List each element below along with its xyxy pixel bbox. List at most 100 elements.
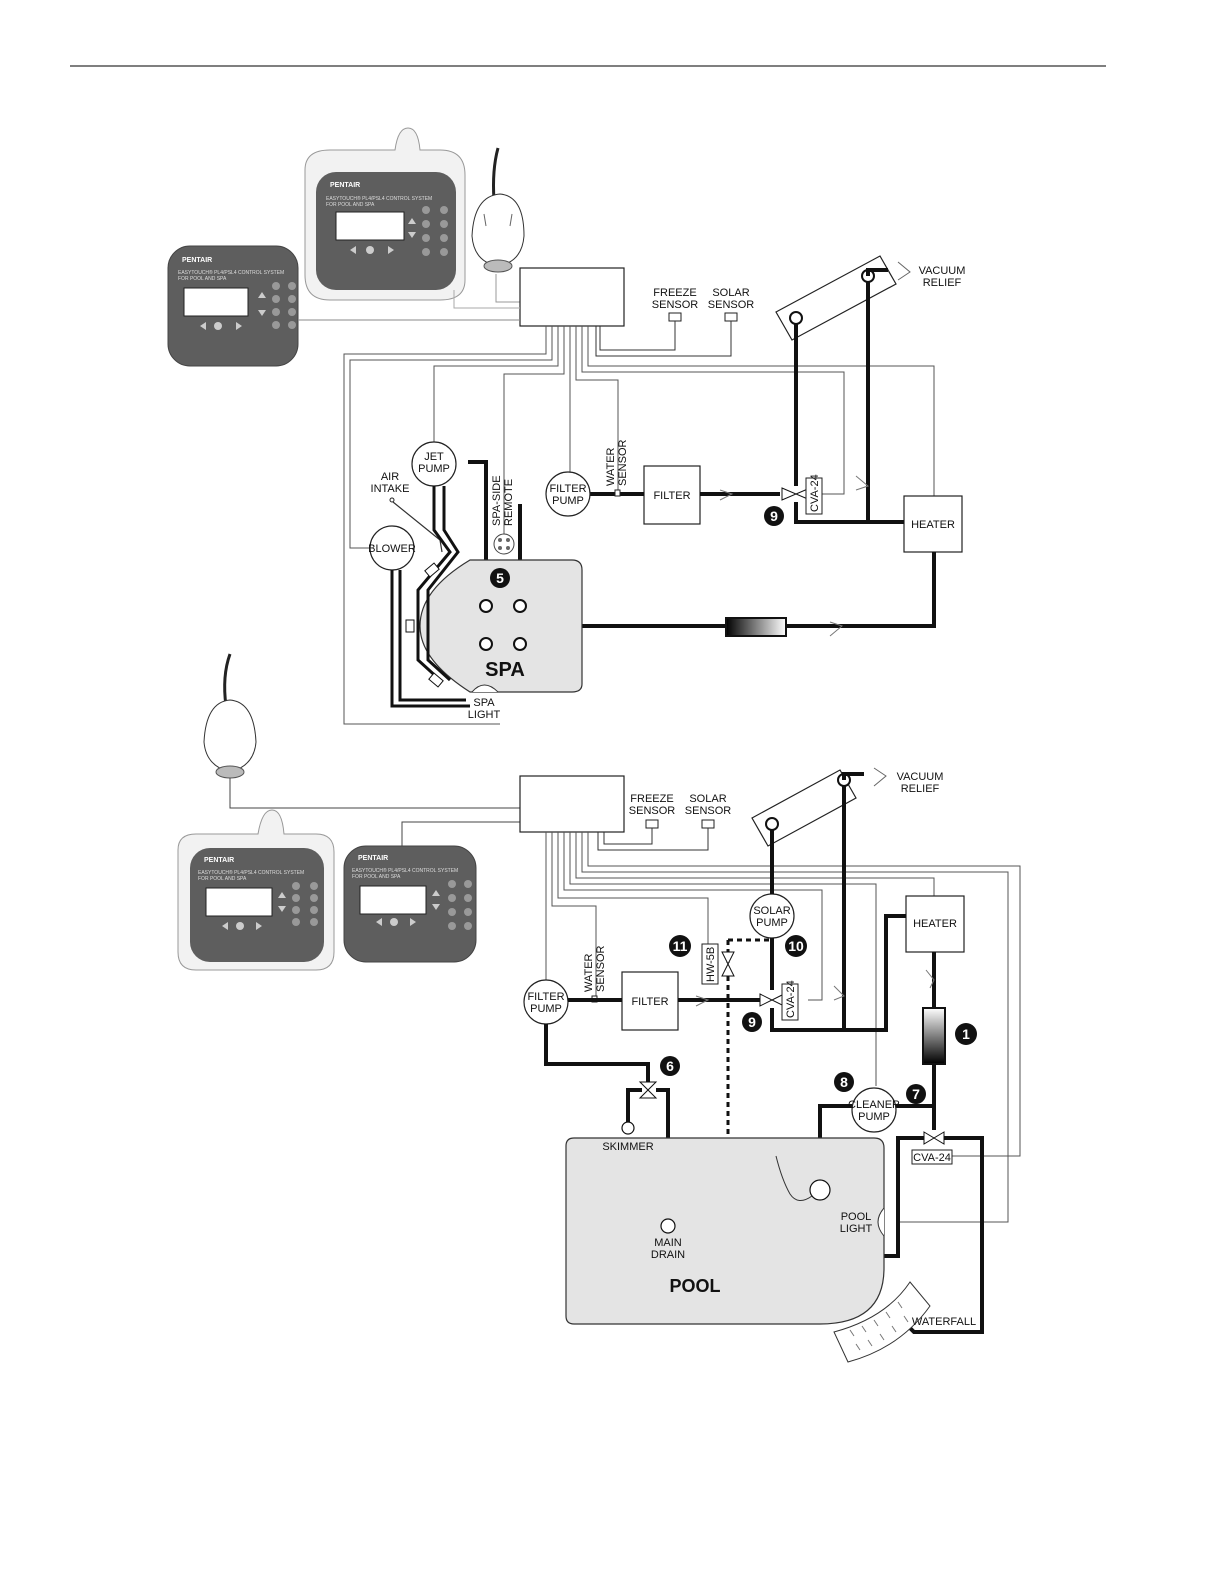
svg-text:1: 1 — [962, 1026, 970, 1042]
svg-text:REMOTE: REMOTE — [503, 479, 515, 526]
pool-indoor-panel: PENTAIR EASYTOUCH® PL4/PSL4 CONTROL SYST… — [343, 821, 520, 963]
pool-dashed-line — [726, 938, 772, 1138]
pool-solar-sensor: SOLAR SENSOR — [685, 793, 732, 829]
svg-text:10: 10 — [788, 938, 804, 954]
spa-freeze-sensor: FREEZE SENSOR — [652, 287, 699, 322]
svg-text:FREEZE: FREEZE — [653, 287, 696, 299]
svg-text:SOLAR: SOLAR — [712, 287, 749, 299]
svg-text:FILTER: FILTER — [549, 483, 586, 495]
spa-load-center — [519, 267, 625, 327]
svg-text:FREEZE: FREEZE — [630, 793, 673, 805]
svg-text:FILTER: FILTER — [653, 490, 690, 502]
svg-text:9: 9 — [770, 508, 778, 524]
spa-jet-pump: JET PUMP — [411, 441, 457, 487]
svg-text:HEATER: HEATER — [911, 519, 955, 531]
svg-text:POOL: POOL — [669, 1276, 720, 1296]
svg-text:6: 6 — [666, 1058, 674, 1074]
svg-text:SPA: SPA — [485, 659, 525, 681]
brand-text: PENTAIR — [358, 855, 388, 862]
svg-text:LIGHT: LIGHT — [840, 1223, 873, 1235]
svg-text:SENSOR: SENSOR — [652, 299, 699, 311]
svg-text:HW-5B: HW-5B — [705, 947, 717, 982]
svg-text:FILTER: FILTER — [527, 991, 564, 1003]
pool-body: POOL — [565, 1137, 885, 1325]
pool-valve-hw5b: HW-5B — [701, 943, 735, 985]
svg-text:PUMP: PUMP — [858, 1111, 890, 1123]
brand-text: PENTAIR — [204, 857, 234, 864]
svg-text:RELIEF: RELIEF — [901, 783, 940, 795]
spa-wireless-remote — [471, 147, 525, 303]
svg-text:FILTER: FILTER — [631, 996, 668, 1008]
svg-text:PUMP: PUMP — [756, 917, 788, 929]
svg-text:8: 8 — [840, 1074, 848, 1090]
spa-body: SPA — [419, 559, 583, 693]
pool-cleaner-head — [775, 1155, 831, 1201]
panel-sub-text: FOR POOL AND SPA — [198, 876, 247, 882]
pool-diagram: PENTAIR EASYTOUCH® PL4/PSL4 CONTROL SYST… — [177, 653, 1021, 1363]
panel-model-text: EASYTOUCH® PL4/PSL4 CONTROL SYSTEM — [178, 269, 284, 276]
svg-text:SOLAR: SOLAR — [753, 905, 790, 917]
svg-text:5: 5 — [496, 570, 504, 586]
pool-cleaner-pump: CLEANER PUMP — [848, 1087, 900, 1133]
pool-callout-7: 7 — [906, 1084, 926, 1104]
pool-waterfall: WATERFALL — [833, 1281, 976, 1363]
pool-skimmer: SKIMMER — [602, 1121, 654, 1153]
pool-vacuum-relief: VACUUM RELIEF — [842, 767, 944, 795]
svg-text:WATER: WATER — [583, 953, 595, 992]
panel-sub-text: FOR POOL AND SPA — [352, 874, 401, 880]
pool-main-drain: MAIN DRAIN — [651, 1218, 685, 1261]
pool-filter-pump: FILTER PUMP — [523, 979, 569, 1025]
spa-control-wires — [343, 326, 935, 725]
panel-model-text: EASYTOUCH® PL4/PSL4 CONTROL SYSTEM — [326, 195, 432, 202]
spa-outdoor-panel: PENTAIR EASYTOUCH® PL4/PSL4 CONTROL SYST… — [304, 127, 466, 301]
svg-text:RELIEF: RELIEF — [923, 277, 962, 289]
svg-text:WATERFALL: WATERFALL — [912, 1316, 976, 1328]
pool-filter: FILTER — [621, 971, 679, 1031]
svg-text:SENSOR: SENSOR — [685, 805, 732, 817]
pool-chlorinator — [922, 1007, 946, 1065]
panel-model-text: EASYTOUCH® PL4/PSL4 CONTROL SYSTEM — [352, 867, 458, 874]
spa-solar-collector — [775, 255, 897, 341]
spa-solar-sensor: SOLAR SENSOR — [708, 287, 755, 322]
pool-wireless-remote — [203, 653, 520, 809]
svg-text:PUMP: PUMP — [530, 1003, 562, 1015]
spa-water-sensor: WATER SENSOR — [605, 439, 629, 497]
pool-water-sensor: WATER SENSOR — [583, 945, 607, 1003]
svg-text:SENSOR: SENSOR — [708, 299, 755, 311]
spa-callout-5: 5 — [490, 568, 510, 588]
spa-filter-pump: FILTER PUMP — [545, 471, 591, 517]
svg-text:SPA: SPA — [473, 697, 495, 709]
svg-text:11: 11 — [673, 938, 688, 954]
spa-vacuum-relief: VACUUM RELIEF — [866, 261, 966, 289]
svg-text:LIGHT: LIGHT — [468, 709, 501, 721]
spa-indoor-panel: PENTAIR EASYTOUCH® PL4/PSL4 CONTROL SYST… — [167, 245, 299, 367]
pool-freeze-sensor: FREEZE SENSOR — [629, 793, 675, 829]
svg-text:MAIN: MAIN — [654, 1237, 682, 1249]
pool-solar-collector — [751, 769, 857, 847]
svg-text:VACUUM: VACUUM — [897, 771, 944, 783]
pool-outdoor-panel: PENTAIR EASYTOUCH® PL4/PSL4 CONTROL SYST… — [177, 809, 335, 971]
pool-heater: HEATER — [905, 895, 965, 953]
svg-text:CVA-24: CVA-24 — [809, 474, 821, 512]
spa-callout-9: 9 — [764, 506, 784, 526]
pool-callout-6: 6 — [660, 1056, 680, 1076]
brand-text: PENTAIR — [330, 182, 360, 189]
spa-air-intake: AIR INTAKE — [371, 471, 443, 553]
spa-light: SPA LIGHT — [468, 684, 501, 721]
panel-sub-text: FOR POOL AND SPA — [326, 202, 375, 208]
pool-valve-cva24: CVA-24 — [759, 980, 799, 1021]
svg-text:CVA-24: CVA-24 — [785, 980, 797, 1018]
spa-diagram: PENTAIR EASYTOUCH® PL4/PSL4 CONTROL SYST… — [167, 127, 966, 725]
svg-text:9: 9 — [748, 1014, 756, 1030]
pool-callout-1: 1 — [955, 1023, 977, 1045]
svg-text:PUMP: PUMP — [418, 463, 450, 475]
svg-text:VACUUM: VACUUM — [919, 265, 966, 277]
svg-text:7: 7 — [912, 1086, 920, 1102]
svg-text:BLOWER: BLOWER — [368, 543, 416, 555]
pool-callout-10: 10 — [785, 935, 807, 957]
spa-valve-cva24: CVA-24 — [781, 474, 823, 515]
spa-chlorinator — [725, 617, 787, 637]
spa-blower: BLOWER — [368, 525, 416, 571]
svg-text:SOLAR: SOLAR — [689, 793, 726, 805]
